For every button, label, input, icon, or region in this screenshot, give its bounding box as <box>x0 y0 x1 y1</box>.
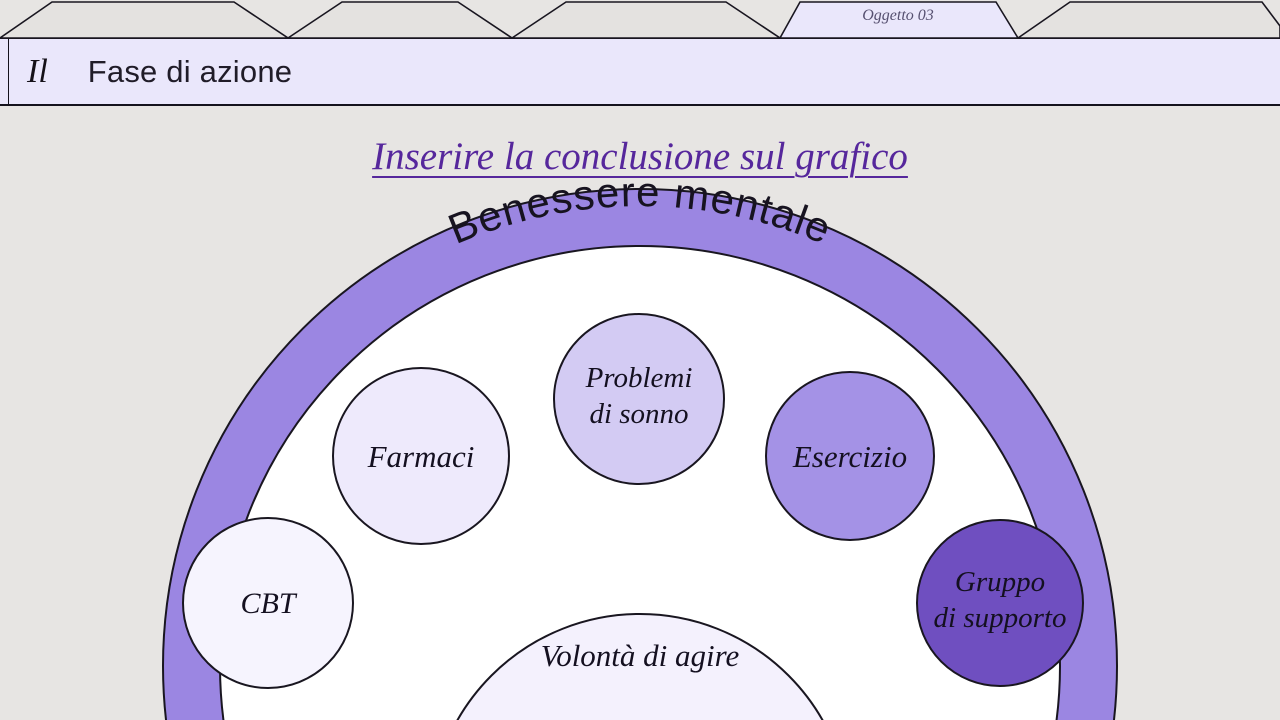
tab-shape-3 <box>509 1 783 39</box>
tab-shape-1 <box>0 1 291 39</box>
tab-strip[interactable]: Oggetto 03 <box>0 0 1280 40</box>
headline-text: Inserire la conclusione sul grafico <box>372 135 908 178</box>
node-esercizio[interactable]: Esercizio <box>765 371 935 541</box>
center-node-label: Volontà di agire <box>541 638 740 673</box>
center-node[interactable]: Volontà di agire <box>430 613 850 720</box>
tab-shape-4-active <box>778 1 1020 39</box>
cycle-diagram: Benessere mentale Volontà di agire CBT F… <box>0 106 1280 720</box>
slide-title-bar: Il Fase di azione <box>0 38 1280 106</box>
node-farmaci[interactable]: Farmaci <box>332 367 510 545</box>
node-esercizio-label: Esercizio <box>792 439 907 474</box>
tab-label-oggetto-03[interactable]: Oggetto 03 <box>862 7 934 24</box>
node-farmaci-label: Farmaci <box>367 439 475 474</box>
node-cbt[interactable]: CBT <box>182 517 354 689</box>
page-title: Fase di azione <box>87 53 293 89</box>
slide-body: Inserire la conclusione sul grafico Bene… <box>0 106 1280 720</box>
title-left-rail <box>0 39 9 104</box>
title-badge: Il <box>27 52 48 90</box>
node-cbt-label: CBT <box>240 587 297 620</box>
tab-shape-2 <box>285 1 515 39</box>
tab-shape-5 <box>1015 1 1280 39</box>
